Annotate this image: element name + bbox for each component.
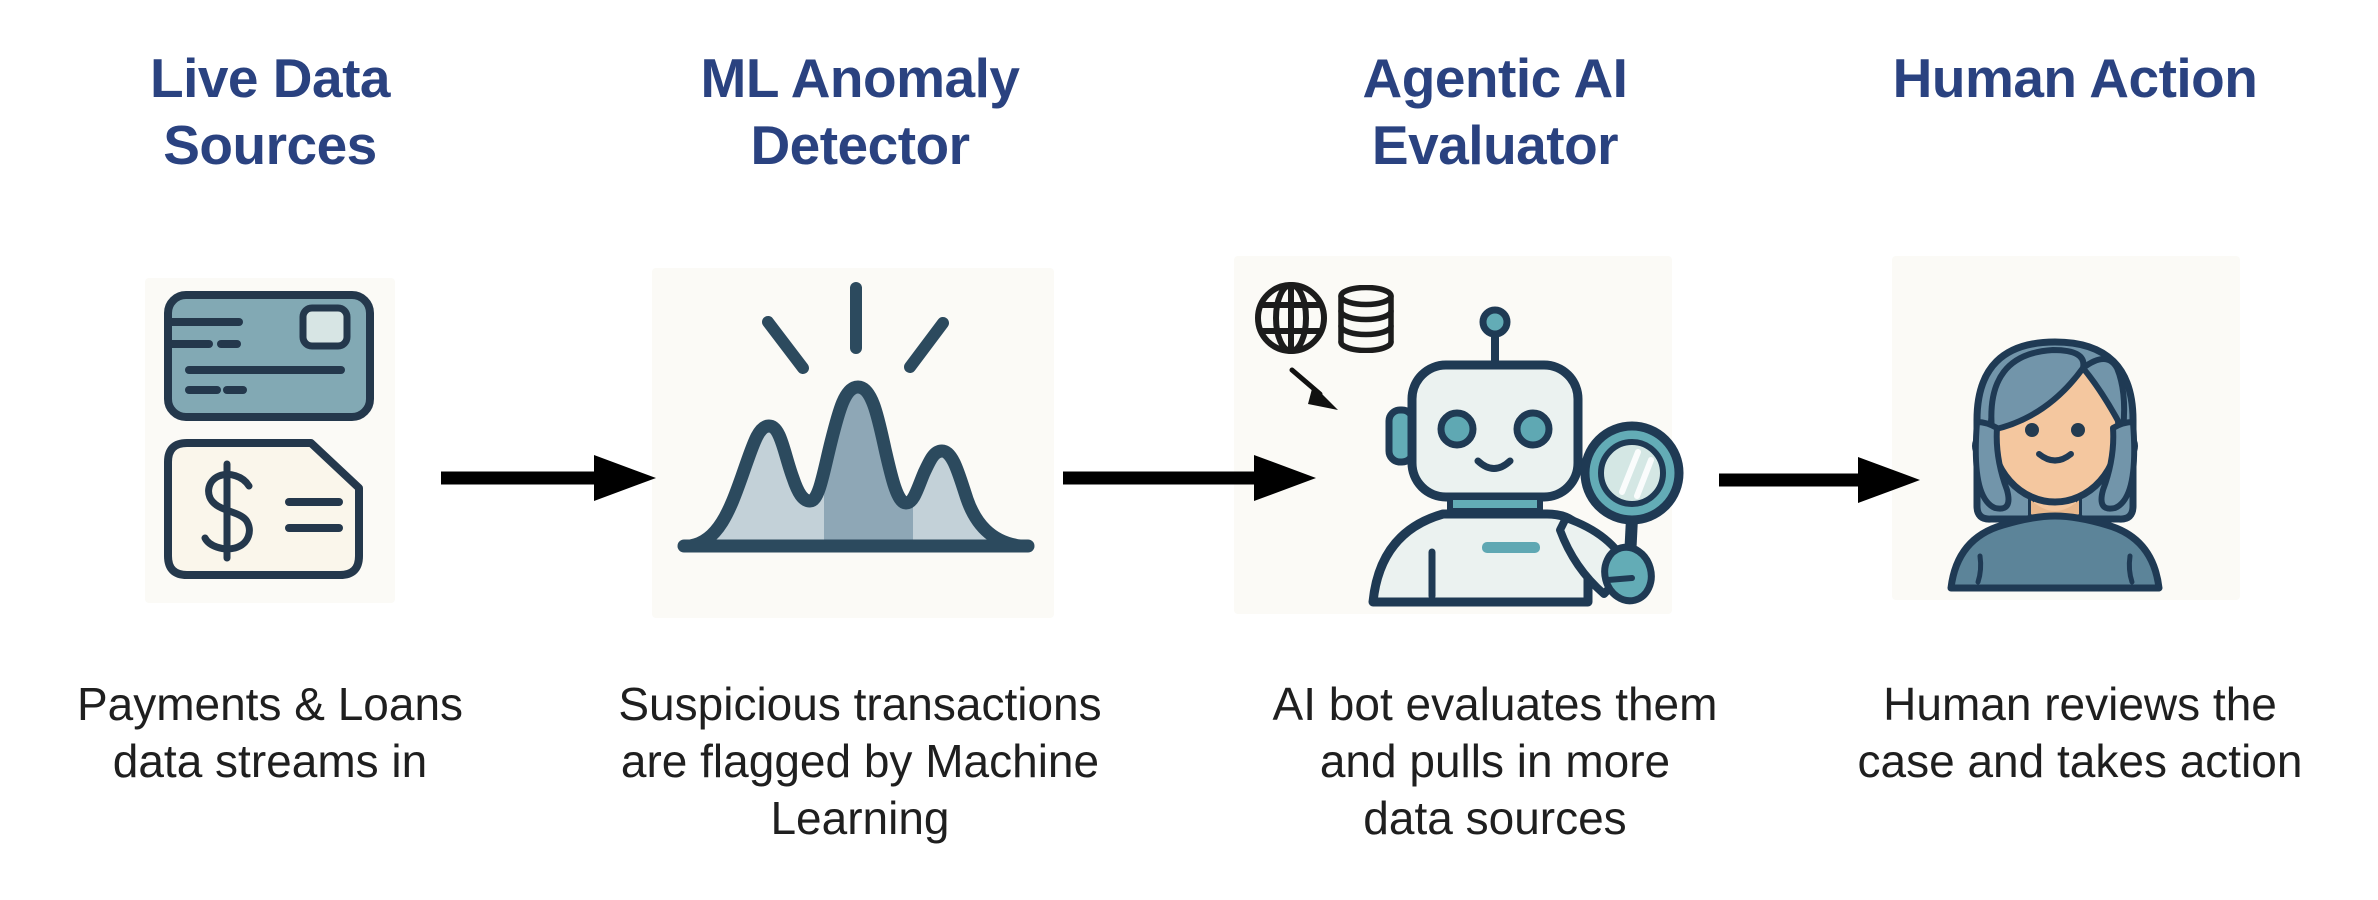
robot-antenna-ball: [1479, 306, 1511, 338]
flow-arrow-2: [1063, 455, 1316, 501]
flow-arrow-3: [1719, 457, 1920, 503]
card-chip: [299, 304, 351, 350]
robot-eye-left: [1437, 409, 1477, 449]
robot-smile: [1474, 457, 1514, 472]
robot-thumb: [1605, 575, 1635, 583]
flow-arrow-1: [441, 455, 656, 501]
robot-body: [1368, 509, 1593, 607]
dollar-sign: [201, 460, 253, 562]
database-icon: [1338, 285, 1394, 353]
woman-avatar-icon: [1947, 338, 2163, 592]
fringe-right: [2080, 356, 2128, 433]
robot-neck: [1447, 494, 1543, 514]
alert-rays: [762, 282, 949, 374]
shirt-crease-right: [2126, 553, 2135, 585]
robot-chest-bar: [1482, 542, 1540, 553]
fringe-left: [1988, 347, 2087, 433]
ai-robot-icon: [1368, 306, 1684, 607]
eye-left: [2025, 423, 2039, 437]
shoulders: [1947, 512, 2163, 592]
step-title-live-data-sources: Live Data Sources: [149, 47, 391, 176]
step-desc-agentic-ai-evaluator: AI bot evaluates them and pulls in more …: [1272, 678, 1718, 844]
robot-eye-right: [1513, 409, 1553, 449]
step-desc-live-data-sources: Payments & Loans data streams in: [76, 678, 464, 787]
side-hair-left: [1972, 419, 2012, 512]
step-desc-ml-anomaly-detector: Suspicious transactions are flagged by M…: [618, 678, 1102, 844]
wave-fill-dark: [824, 387, 913, 547]
step-title-ml-anomaly-detector: ML Anomaly Detector: [700, 47, 1020, 176]
pull-in-arrow-icon: [1289, 367, 1338, 410]
step-desc-human-action: Human reviews the case and takes action: [1857, 678, 2303, 787]
invoice-lines: [285, 498, 343, 532]
side-hair-right: [2098, 419, 2138, 512]
step-title-agentic-ai-evaluator: Agentic AI Evaluator: [1362, 47, 1628, 176]
lens-shine: [1619, 449, 1654, 499]
credit-card-icon: [164, 291, 374, 421]
card-detail-lines: [164, 318, 345, 394]
wave-outline: [683, 380, 1027, 553]
magnifier: [1580, 421, 1684, 559]
globe-icon: [1255, 282, 1327, 354]
step-title-human-action: Human Action: [1892, 47, 2258, 109]
dollar-invoice-icon: [164, 439, 363, 579]
eye-right: [2071, 423, 2085, 437]
anomaly-wave-chart-icon: [677, 282, 1035, 553]
smile: [2036, 451, 2074, 464]
shirt-crease-left: [1975, 553, 1984, 585]
robot-head: [1407, 360, 1583, 502]
